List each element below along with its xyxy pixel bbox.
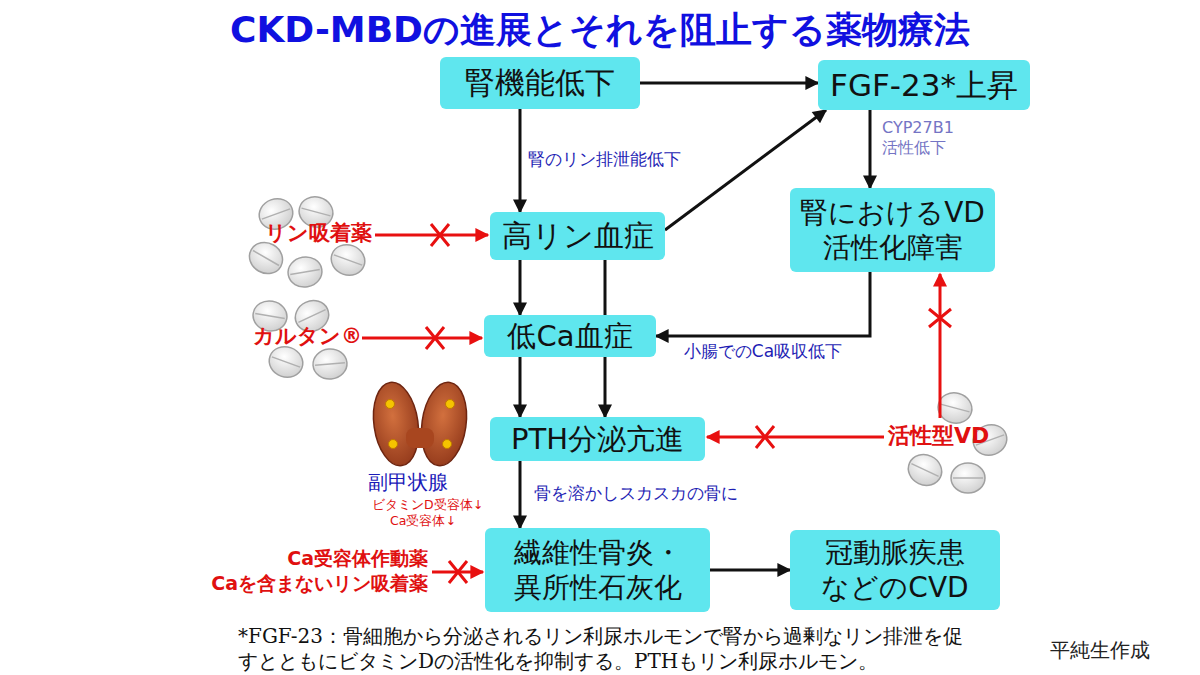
tablet (903, 449, 946, 491)
edge-label: 小腸でのCa吸収低下 (684, 341, 842, 362)
process-box: PTH分泌亢進 (490, 417, 705, 461)
inhibition-arrow (707, 426, 884, 448)
edge-label: 骨を溶かしスカスカの骨に (534, 483, 738, 504)
flow-arrow (519, 109, 522, 212)
box-text: 冠動脈疾患 などのCVD (795, 535, 995, 605)
box-text: PTH分泌亢進 (511, 421, 684, 457)
tablet (286, 254, 325, 289)
inhibition-arrow (929, 274, 951, 418)
drug-label: 活性型VD (888, 423, 989, 449)
parathyroid-gland (389, 440, 398, 449)
flow-arrow (710, 569, 790, 572)
tablet (327, 240, 369, 280)
flow-arrow (869, 110, 872, 188)
process-box: FGF-23*上昇 (818, 60, 1030, 110)
tablet (265, 342, 307, 382)
inhibition-arrow (375, 224, 488, 246)
flow-arrow (519, 260, 522, 315)
box-text: 繊維性骨炎・ 異所性石灰化 (490, 535, 705, 605)
box-text: 腎におけるVD 活性化障害 (795, 195, 990, 265)
box-text: 低Ca血症 (507, 318, 632, 354)
footnote-caption: *FGF-23：骨細胞から分泌されるリン利尿ホルモンで腎から過剰なリン排泄を促 … (238, 624, 1038, 674)
drug-label: Caを含まないリン吸着薬 (211, 572, 428, 595)
process-box: 繊維性骨炎・ 異所性石灰化 (485, 528, 710, 612)
thyroid-lobe (416, 379, 471, 468)
drug-label: Ca受容体作動薬 (287, 547, 428, 570)
edge-label: 腎のリン排泄能低下 (528, 149, 681, 170)
receptor-note: ビタミンD受容体↓ (372, 497, 483, 512)
tablet (951, 463, 985, 493)
box-text: 腎機能低下 (465, 64, 615, 102)
drug-label: リン吸着薬 (265, 221, 372, 246)
tablet (312, 348, 348, 381)
inhibition-arrow (362, 327, 482, 349)
flow-arrow (656, 272, 870, 336)
parathyroid-gland (443, 440, 452, 449)
process-box: 腎におけるVD 活性化障害 (790, 188, 995, 272)
parathyroid-illustration (368, 379, 471, 468)
diagram-title: CKD-MBDの進展とそれを阻止する薬物療法 (0, 6, 1200, 55)
process-box: 腎機能低下 (440, 57, 640, 109)
flow-arrow (519, 357, 522, 417)
parathyroid-gland (386, 400, 395, 409)
thyroid-isthmus (406, 428, 434, 448)
box-text: 高リン血症 (502, 217, 654, 255)
organ-label: 副甲状腺 (368, 470, 448, 494)
box-text: FGF-23*上昇 (830, 66, 1018, 105)
edge-label: CYP27B1 活性低下 (882, 118, 968, 158)
flow-arrow (519, 461, 522, 528)
process-box: 低Ca血症 (484, 315, 656, 357)
receptor-note: Ca受容体↓ (390, 513, 456, 528)
process-box: 冠動脈疾患 などのCVD (790, 530, 1000, 610)
process-box: 高リン血症 (490, 212, 665, 260)
drug-label: カルタン® (253, 324, 362, 349)
flow-arrow (640, 82, 818, 85)
parathyroid-gland (446, 400, 455, 409)
thyroid-lobe (368, 379, 423, 468)
author-credit: 平純生作成 (1050, 638, 1150, 662)
inhibition-arrow (432, 561, 483, 583)
